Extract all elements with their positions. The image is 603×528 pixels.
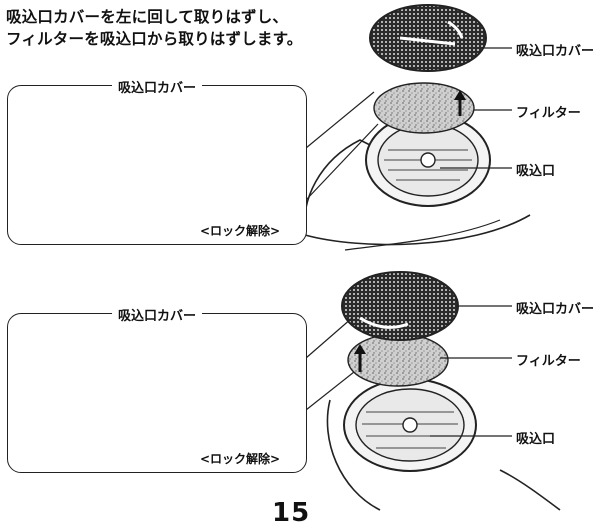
page-number: 15 [272,498,311,528]
filter-disc-2 [347,333,449,387]
lock-release-caption-2: <ロック解除> [200,452,281,466]
filter-disc-1 [373,82,475,134]
intake-grille-1 [384,149,472,181]
label-filter-1: フィルター [516,106,581,121]
inset-box-2 [7,313,307,473]
cover-disc-2 [341,271,459,341]
inset-box-1 [7,85,307,245]
product-illustration-1 [303,4,531,251]
label-intake-2: 吸込口 [516,432,556,447]
cover-disc-1 [369,4,487,72]
label-filter-2: フィルター [516,354,581,369]
product-illustration-2 [305,271,561,511]
instruction-text: 吸込口カバーを左に回して取りはずし、 フィルターを吸込口から取りはずします。 [6,8,303,48]
label-intake-1: 吸込口 [516,164,556,179]
label-cover-2: 吸込口カバー [516,302,595,317]
lock-release-caption-1: <ロック解除> [200,224,281,238]
inset-box-title-2: 吸込口カバー [112,305,203,324]
label-cover-1: 吸込口カバー [516,44,595,59]
inset-box-title-1: 吸込口カバー [112,77,203,96]
